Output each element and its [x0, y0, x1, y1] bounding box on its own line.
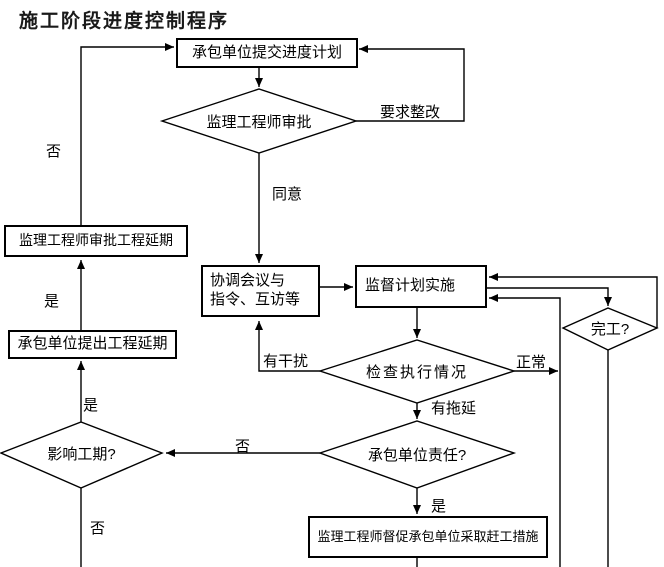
agree-label: 同意 — [272, 186, 303, 203]
urge-rush-label: 监理工程师督促承包单位采取赶工措施 — [317, 528, 539, 544]
no-bottom-label: 否 — [90, 520, 106, 537]
responsibility-diamond — [317, 420, 517, 489]
propose-delay-box: 承包单位提出工程延期 — [8, 330, 177, 359]
approve-delay-box: 监理工程师审批工程延期 — [4, 225, 188, 257]
urge-rush-box: 监理工程师督促承包单位采取赶工措施 — [308, 516, 548, 558]
approve-delay-label: 监理工程师审批工程延期 — [19, 232, 173, 249]
delayed-label: 有拖延 — [431, 400, 477, 417]
no-responsibility-label: 否 — [235, 438, 251, 455]
edge-complete-loop-to-supervise — [489, 273, 658, 328]
edge-check-interference — [255, 321, 320, 372]
normal-label: 正常 — [516, 354, 547, 371]
affect-schedule-diamond — [0, 421, 164, 489]
coordination-label: 协调会议与 指令、互访等 — [210, 272, 301, 308]
submit-plan-label: 承包单位提交进度计划 — [191, 43, 342, 61]
edge-review-rectify-loop — [356, 45, 465, 122]
supervise-box: 监督计划实施 — [355, 265, 487, 308]
coordination-box: 协调会议与 指令、互访等 — [201, 265, 320, 317]
edge-approve-no-loop — [80, 43, 174, 225]
check-diamond — [317, 339, 517, 404]
no-top-label: 否 — [46, 143, 62, 160]
edge-supervise-to-complete — [487, 287, 612, 306]
yes-responsibility-label: 是 — [431, 498, 447, 515]
propose-delay-label: 承包单位提出工程延期 — [17, 335, 168, 353]
yes-propose-label: 是 — [83, 397, 99, 414]
complete-diamond — [561, 307, 659, 351]
page-title: 施工阶段进度控制程序 — [19, 11, 230, 32]
submit-plan-box: 承包单位提交进度计划 — [176, 38, 358, 68]
yes-approve-label: 是 — [44, 293, 60, 310]
interference-label: 有干扰 — [263, 353, 309, 370]
review-diamond — [159, 88, 359, 154]
supervise-label: 监督计划实施 — [365, 277, 456, 295]
edge-normal-return-to-supervise — [489, 294, 561, 567]
request-rectification-label: 要求整改 — [380, 104, 441, 121]
